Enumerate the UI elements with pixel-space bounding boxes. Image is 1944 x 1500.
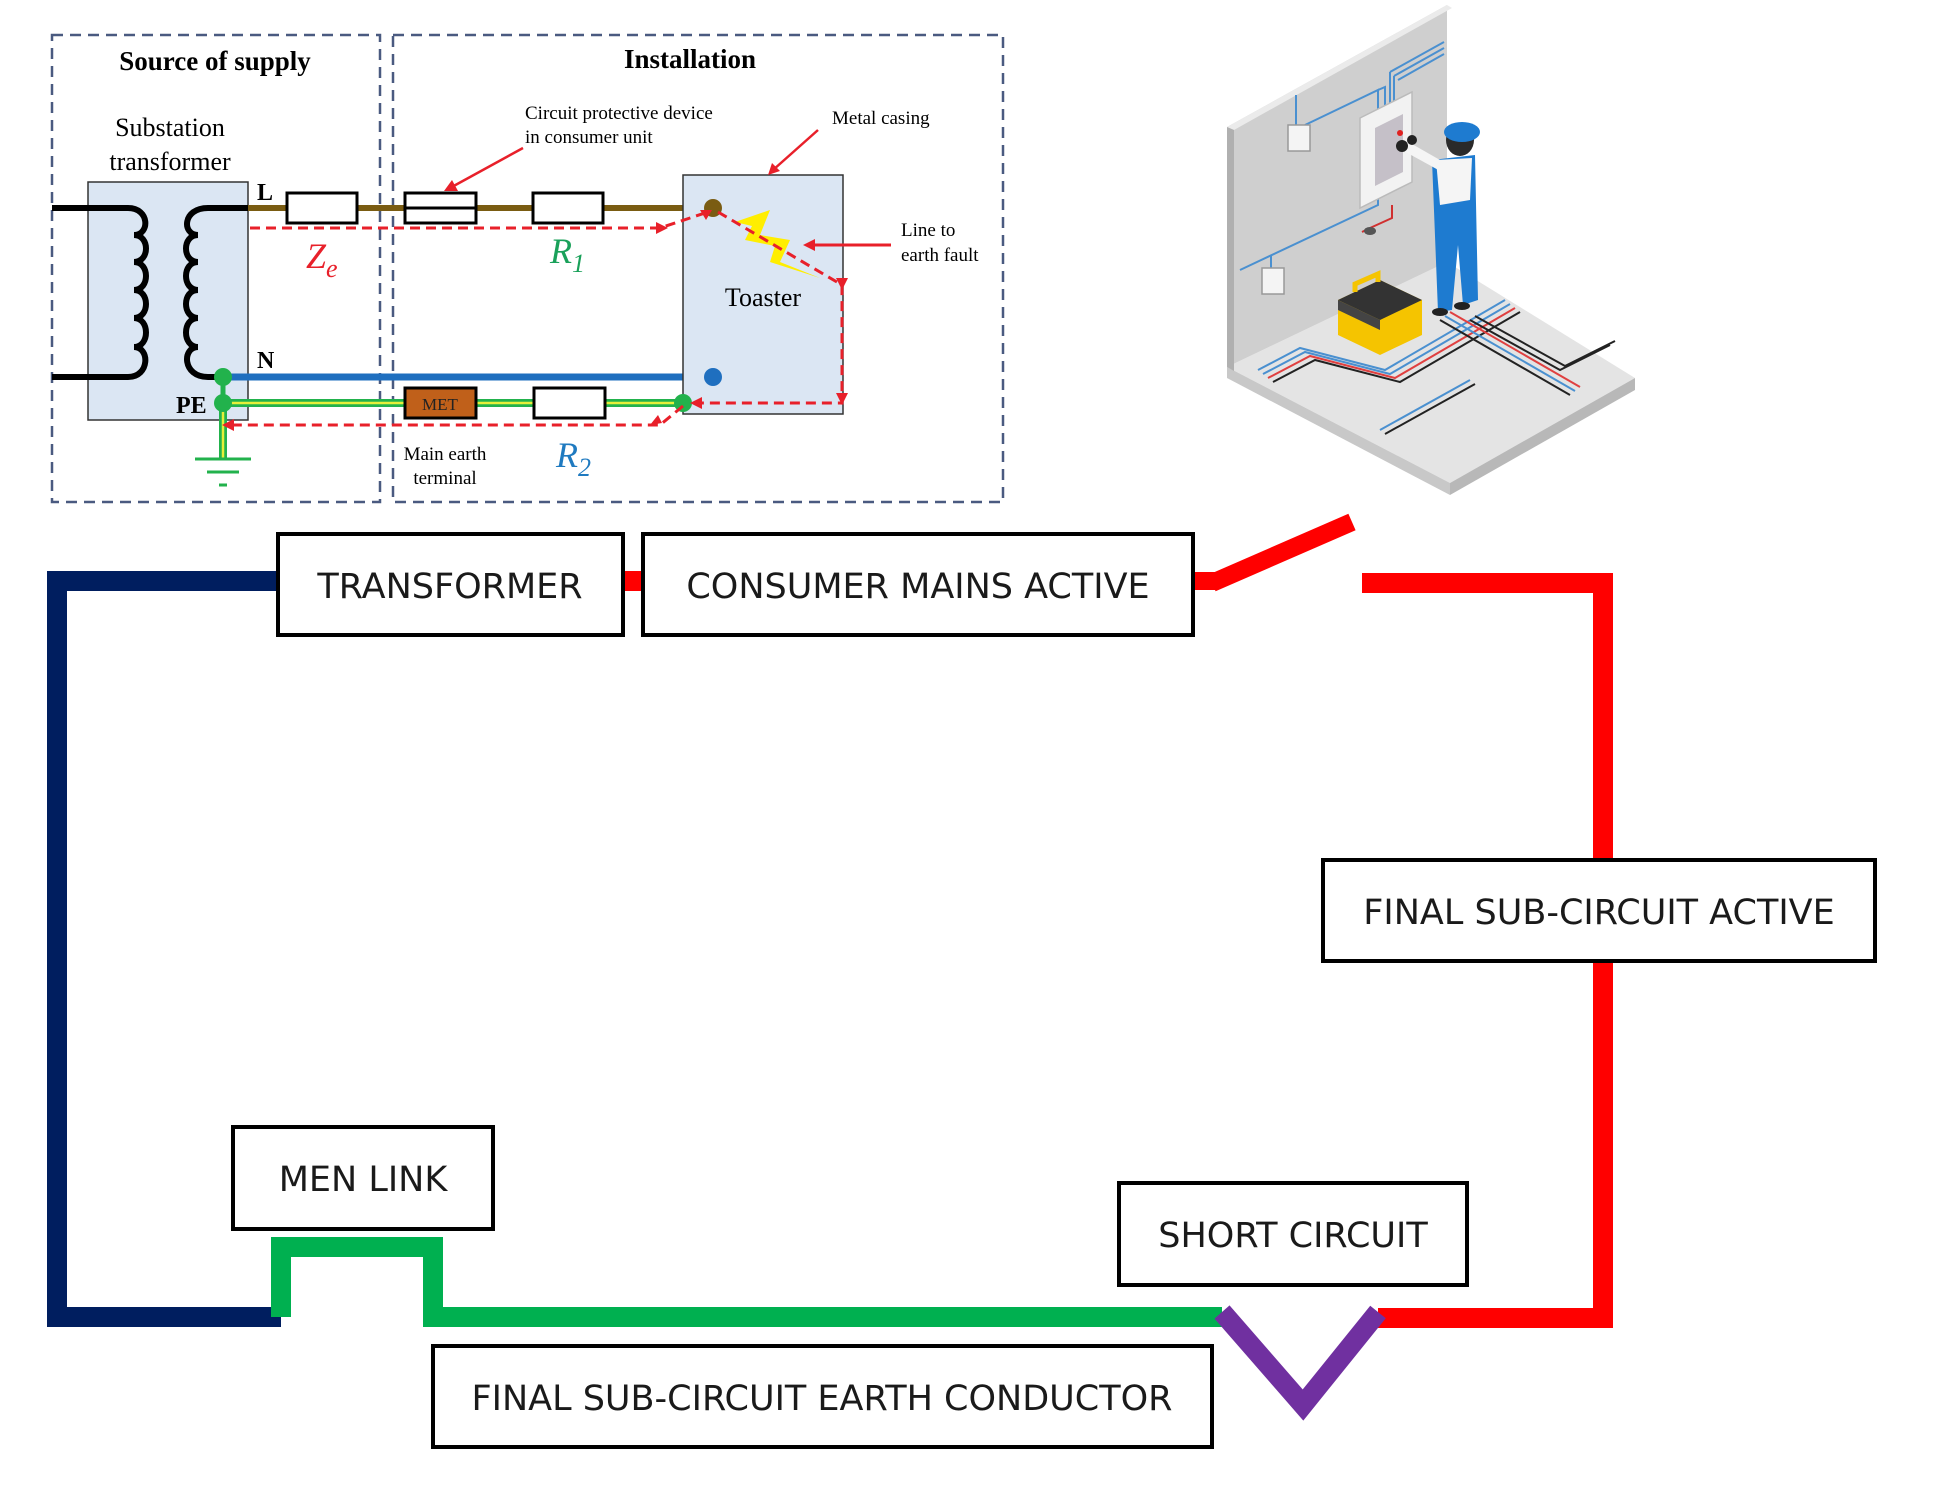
electrician-illustration <box>1227 5 1635 495</box>
fault-label-line2: earth fault <box>901 245 979 266</box>
wall-side <box>1227 127 1234 371</box>
fault-loop-circuit: TRANSFORMER CONSUMER MAINS ACTIVE FINAL … <box>47 513 1877 1449</box>
metal-casing-arrow-icon <box>772 129 819 171</box>
cpd-arrowhead <box>444 180 458 191</box>
ze-label: Ze <box>306 236 338 283</box>
ze-resistor <box>285 191 359 225</box>
power-outlet-icon <box>1261 267 1285 295</box>
r2-resistor <box>532 386 607 420</box>
ground-symbol-icon <box>195 457 251 487</box>
r1-label: R1 <box>549 231 585 278</box>
men-link-label: MEN LINK <box>279 1160 449 1200</box>
final-subcircuit-active-box: FINAL SUB-CIRCUIT ACTIVE <box>1321 858 1877 963</box>
toaster-label: Toaster <box>725 283 801 312</box>
transformer-label-line1: Substation <box>115 113 225 142</box>
electrician-icon <box>1396 122 1480 316</box>
r2-label: R2 <box>555 435 591 482</box>
terminal-L: L <box>257 180 273 206</box>
neutral-wire <box>47 571 281 1327</box>
open-switch[interactable] <box>1208 513 1356 592</box>
cpd-arrow-icon <box>449 146 524 190</box>
main-earth-terminal <box>403 386 478 420</box>
primary-winding-icon <box>52 205 149 380</box>
fault-arrowhead <box>803 239 815 251</box>
floor-cables-icon <box>1257 299 1616 435</box>
neutral-terminal-node <box>704 368 722 386</box>
met-caption-line1: Main earth <box>404 444 487 465</box>
earth-fault-loop-diagram: Source of supply Installation Substation… <box>50 33 1005 504</box>
switchboard-panel <box>1375 114 1403 186</box>
short-circuit-box: SHORT CIRCUIT <box>1117 1181 1469 1287</box>
final-subcircuit-active-label: FINAL SUB-CIRCUIT ACTIVE <box>1363 893 1834 933</box>
wall-edge <box>1227 5 1452 130</box>
men-link-wire <box>271 1237 1222 1327</box>
metal-casing-label: Metal casing <box>832 108 930 129</box>
power-outlet-icon <box>1287 124 1311 152</box>
secondary-winding-icon <box>183 205 248 380</box>
neutral-earth-node <box>214 368 232 386</box>
cpd-label-line2: in consumer unit <box>525 127 653 148</box>
installation-title: Installation <box>624 44 756 74</box>
r1-resistor <box>531 191 605 225</box>
fault-label-line1: Line to <box>901 220 955 241</box>
toolbox-lid-front <box>1338 300 1380 330</box>
final-subcircuit-earth-label: FINAL SUB-CIRCUIT EARTH CONDUCTOR <box>472 1379 1173 1419</box>
switchboard-indicator <box>1397 130 1403 136</box>
pe-node <box>214 394 232 412</box>
transformer-box: TRANSFORMER <box>276 532 625 637</box>
consumer-mains-active-label: CONSUMER MAINS ACTIVE <box>686 567 1149 607</box>
fault-path-arrowheads <box>222 210 848 431</box>
metal-casing-arrowhead <box>768 163 780 175</box>
terminal-PE: PE <box>176 393 207 419</box>
fault-spark-icon <box>735 210 820 278</box>
transformer-box-label: TRANSFORMER <box>316 567 582 607</box>
transformer-label-line2: transformer <box>109 147 231 176</box>
source-of-supply-boundary <box>50 33 382 504</box>
met-label: MET <box>422 395 459 414</box>
men-link-box: MEN LINK <box>231 1125 495 1231</box>
final-subcircuit-earth-box: FINAL SUB-CIRCUIT EARTH CONDUCTOR <box>431 1344 1214 1449</box>
consumer-mains-active-box: CONSUMER MAINS ACTIVE <box>641 532 1195 637</box>
earth-terminal-node <box>674 394 692 412</box>
floor-edge <box>1227 367 1450 495</box>
cpd-label-line1: Circuit protective device <box>525 103 713 124</box>
toolbox-handle <box>1352 270 1381 292</box>
floor-edge-right <box>1450 378 1635 495</box>
short-circuit-fault <box>1214 1305 1386 1421</box>
cable-plug <box>1364 227 1376 235</box>
terminal-N: N <box>257 348 275 374</box>
floor-icon <box>1227 262 1635 483</box>
short-circuit-label: SHORT CIRCUIT <box>1158 1216 1428 1256</box>
source-of-supply-title: Source of supply <box>119 46 311 76</box>
met-caption-line2: terminal <box>413 468 476 489</box>
